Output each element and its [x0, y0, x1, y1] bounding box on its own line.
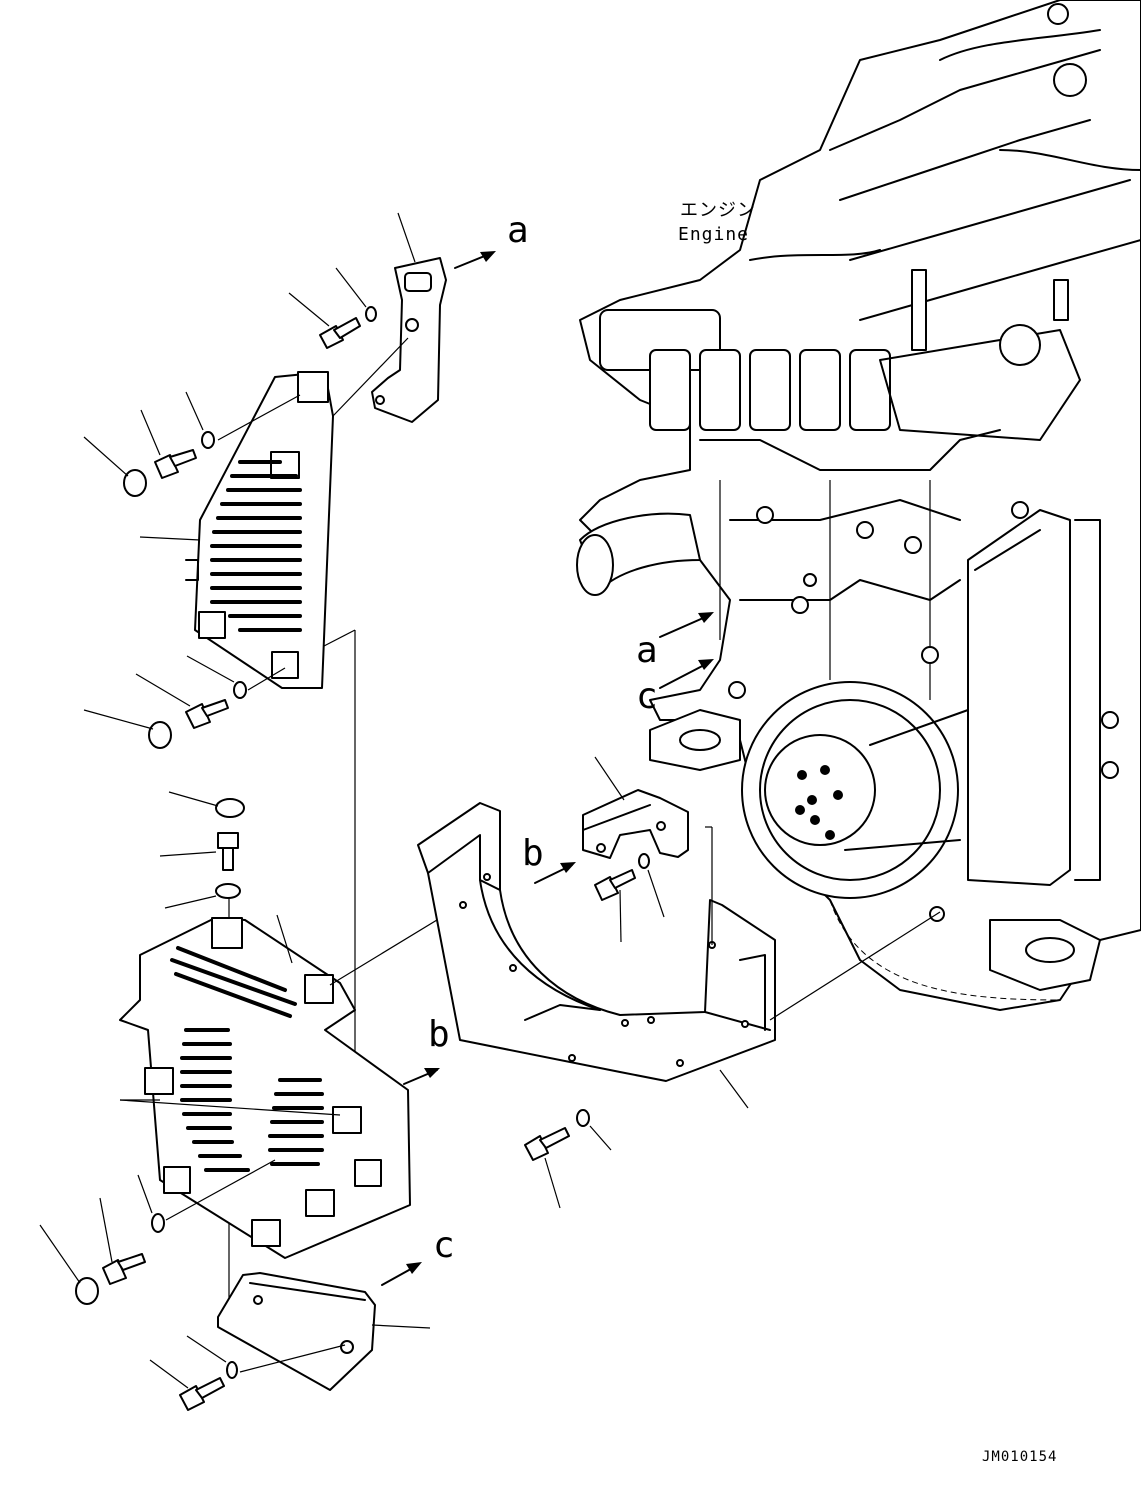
- upper-cover-vent-slots: [210, 460, 302, 632]
- drawing-code: JM010154: [982, 1449, 1057, 1465]
- leader-bolt-lower-bracket: [149, 1359, 189, 1389]
- nut-middle: [215, 798, 245, 818]
- upper-mounting-bracket: [371, 257, 447, 423]
- leader-bolt-small: [619, 889, 622, 943]
- leader-washer-small: [647, 869, 665, 918]
- leader-lower-bracket: [371, 1324, 431, 1329]
- washer-lower-cover: [151, 1213, 165, 1233]
- leader-washer-lower: [137, 1174, 153, 1214]
- engine-assembly: [576, 0, 1141, 1011]
- leader-washer-upper-top: [185, 391, 204, 431]
- lower-cover-vent-slots: [170, 946, 324, 1172]
- bolt-upper-bracket: [319, 317, 361, 349]
- ref-letter-c-bottom: c: [433, 1225, 455, 1266]
- washer-upper-top: [201, 431, 215, 449]
- leader-bolt-lower: [99, 1197, 113, 1263]
- bolt-upper-top: [154, 449, 197, 479]
- leader-bolt-middle: [159, 851, 217, 857]
- arrow-c-side: [659, 661, 711, 689]
- lower-side-cover: [119, 917, 411, 1259]
- bolt-small-bracket: [594, 869, 636, 901]
- small-support-bracket: [582, 789, 689, 859]
- leader-upper-cover: [139, 536, 201, 541]
- washer-lower-bracket: [226, 1361, 238, 1379]
- ref-letter-c-side: c: [636, 676, 658, 717]
- washer-middle: [215, 883, 241, 899]
- bolt-lower-cover: [102, 1253, 146, 1285]
- leader-bolt-upper-top: [140, 409, 161, 456]
- washer-center-bottom: [576, 1109, 590, 1127]
- engine-label-en: Engine: [678, 224, 749, 245]
- nut-lower-cover: [75, 1277, 99, 1305]
- leader-washer-upper: [335, 267, 367, 308]
- bolt-center-bottom: [524, 1127, 570, 1161]
- washer-small-bracket: [638, 853, 650, 869]
- leader-nut-upper-top: [83, 436, 129, 477]
- washer-upper-bracket: [365, 306, 377, 322]
- leader-nut-lower: [39, 1224, 81, 1284]
- ref-letter-a-top: a: [507, 210, 529, 251]
- leader-lower-cover: [276, 914, 293, 964]
- nut-upper-top: [123, 469, 147, 497]
- lower-mounting-bracket: [217, 1272, 376, 1391]
- washer-upper-bottom: [233, 681, 247, 699]
- center-u-bracket: [417, 802, 776, 1082]
- ref-letter-a-side: a: [636, 630, 658, 671]
- leader-bolt-center: [544, 1157, 561, 1209]
- bolt-upper-bottom: [185, 699, 229, 729]
- bolt-middle: [217, 832, 239, 871]
- ref-letter-b-left: b: [428, 1014, 450, 1055]
- leader-center-bracket: [719, 1069, 749, 1109]
- leader-bolt-upper-bottom: [135, 673, 191, 707]
- nut-upper-bottom: [148, 721, 172, 749]
- leader-upper-bracket: [397, 212, 416, 263]
- leader-washer-lower-bracket: [186, 1335, 227, 1363]
- leader-washer-middle: [164, 895, 217, 909]
- leader-bolt-upper: [288, 292, 330, 327]
- engine-label-jp: エンジン: [680, 200, 756, 221]
- ref-letter-b-mid: b: [522, 833, 544, 874]
- leader-small-bracket: [594, 756, 625, 801]
- leader-washer-center: [589, 1125, 612, 1151]
- leader-washer-upper-bottom: [186, 655, 235, 683]
- bolt-lower-bracket: [179, 1377, 225, 1411]
- leader-nut-middle: [168, 791, 219, 807]
- leader-nut-upper-bottom: [83, 709, 154, 730]
